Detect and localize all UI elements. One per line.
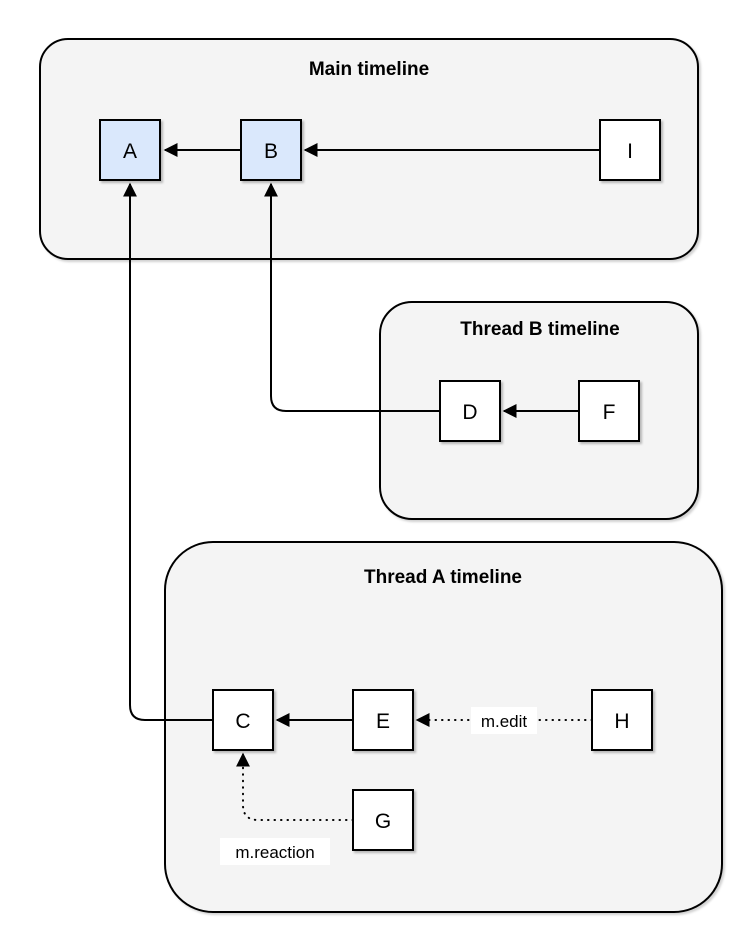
node-e-label: E [376, 710, 390, 733]
node-g-box [352, 789, 414, 851]
edge-c-to-a [123, 182, 213, 721]
edge-label-bg-m-reaction [220, 838, 330, 865]
node-a-box [99, 119, 161, 181]
node-i-label: I [627, 140, 633, 163]
node-f-box [578, 380, 640, 442]
container-thread-b-timeline-title: Thread B timeline [460, 319, 619, 340]
node-b-label: B [264, 140, 278, 163]
node-h-box [591, 689, 653, 751]
node-a: A [99, 119, 161, 181]
node-c-label: C [235, 710, 250, 733]
node-h-label: H [614, 710, 629, 733]
container-thread-a-timeline [164, 541, 723, 913]
edge-label-m-edit: m.edit [481, 712, 528, 731]
node-c-box [212, 689, 274, 751]
node-a-label: A [123, 140, 137, 163]
node-f: F [578, 380, 640, 442]
node-d-label: D [462, 401, 477, 424]
node-h: H [591, 689, 653, 751]
edge-label-bg-m-edit [471, 707, 537, 734]
node-c: C [212, 689, 274, 751]
edge-label-m-reaction: m.reaction [235, 843, 314, 862]
container-main-timeline-title: Main timeline [309, 59, 429, 80]
node-b-box [240, 119, 302, 181]
node-f-label: F [603, 401, 616, 424]
node-e: E [352, 689, 414, 751]
edge-d-to-b [264, 182, 440, 412]
node-b: B [240, 119, 302, 181]
node-d: D [439, 380, 501, 442]
node-g: G [352, 789, 414, 851]
node-d-box [439, 380, 501, 442]
node-e-box [352, 689, 414, 751]
node-i: I [599, 119, 661, 181]
container-thread-a-timeline-title: Thread A timeline [364, 567, 522, 588]
node-i-box [599, 119, 661, 181]
node-g-label: G [375, 810, 391, 833]
